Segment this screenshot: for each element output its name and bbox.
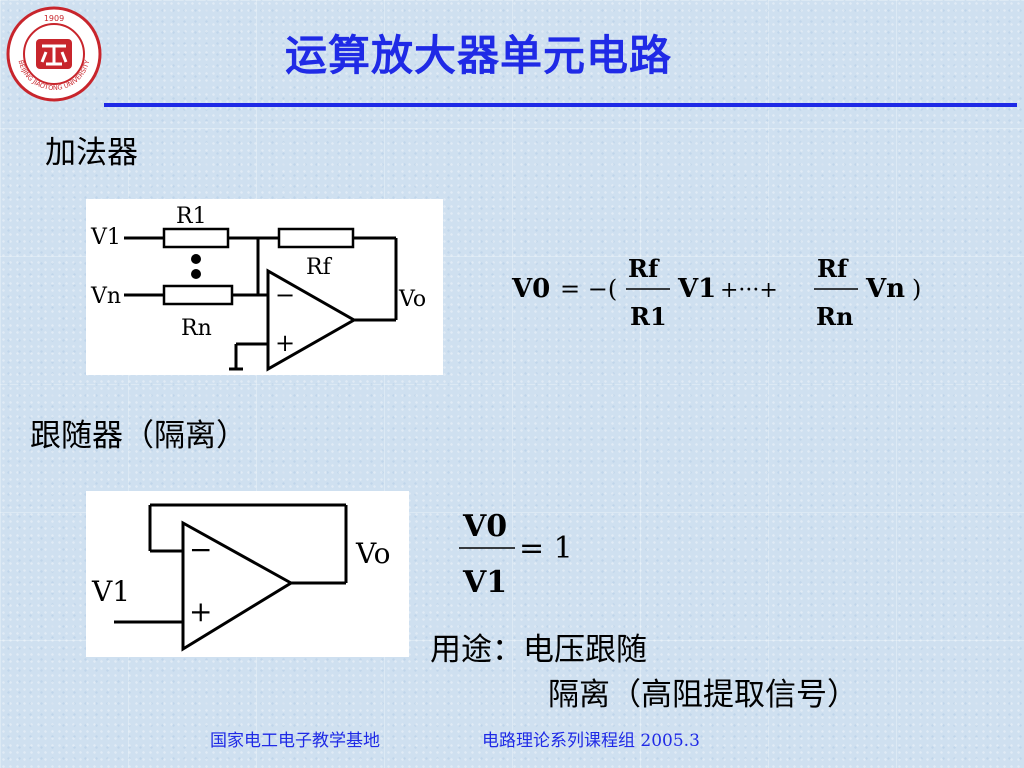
adder-circuit-diagram: V1 Vn R1 Rn Rf Vo − + (86, 199, 443, 375)
usage-line1: 电压跟随 (523, 632, 647, 668)
svg-text:1909: 1909 (44, 14, 64, 23)
footer-left: 国家电工电子教学基地 (210, 731, 380, 751)
frac2-numerator: Rf (817, 254, 849, 283)
minus-terminal: − (275, 281, 295, 309)
follower-circuit-diagram: Vo V1 − + (86, 491, 409, 657)
term1: V1 (677, 274, 716, 304)
follower-equals: = 1 (519, 531, 573, 566)
follower-plus-terminal: + (189, 595, 212, 628)
plus-terminal: + (275, 329, 295, 357)
emblem-icon (36, 39, 72, 69)
follower-heading: 跟随器（隔离） (30, 418, 247, 454)
formula-middle: +···+ (720, 278, 778, 303)
usage-line2: 隔离（高阻提取信号） (548, 677, 858, 713)
vo-label: Vo (398, 287, 426, 312)
vn-label: Vn (90, 284, 121, 309)
adder-formula: V0 = −( Rf R1 V1 +···+ Rf Rn Vn ) (511, 245, 932, 340)
university-logo: 1909 BEIJING JIAOTONG UNIVERSITY (6, 6, 102, 102)
rf-label: Rf (306, 255, 333, 280)
r1-label: R1 (176, 204, 207, 229)
follower-v1-label: V1 (91, 575, 130, 608)
follower-numerator: V0 (462, 509, 507, 544)
formula-equals: = −( (560, 275, 617, 303)
frac2-denominator: Rn (816, 302, 853, 331)
frac1-numerator: Rf (628, 254, 660, 283)
formula-lhs: V0 (511, 274, 550, 304)
page-title: 运算放大器单元电路 (285, 31, 673, 80)
follower-formula: V0 V1 = 1 (455, 500, 585, 610)
frac1-denominator: R1 (630, 302, 667, 331)
follower-vo-label: Vo (355, 537, 391, 570)
rn-label: Rn (181, 316, 212, 341)
v1-label: V1 (90, 225, 121, 250)
footer-right: 电路理论系列课程组 2005.3 (482, 731, 700, 751)
formula-close: ) (912, 275, 921, 303)
usage-label: 用途： (430, 632, 523, 668)
term2: Vn (865, 274, 905, 304)
adder-heading: 加法器 (45, 135, 138, 171)
follower-minus-terminal: − (189, 533, 212, 566)
usage-block: 用途：电压跟随 隔离（高阻提取信号） (430, 628, 858, 718)
follower-denominator: V1 (462, 565, 507, 600)
title-divider (104, 103, 1017, 107)
